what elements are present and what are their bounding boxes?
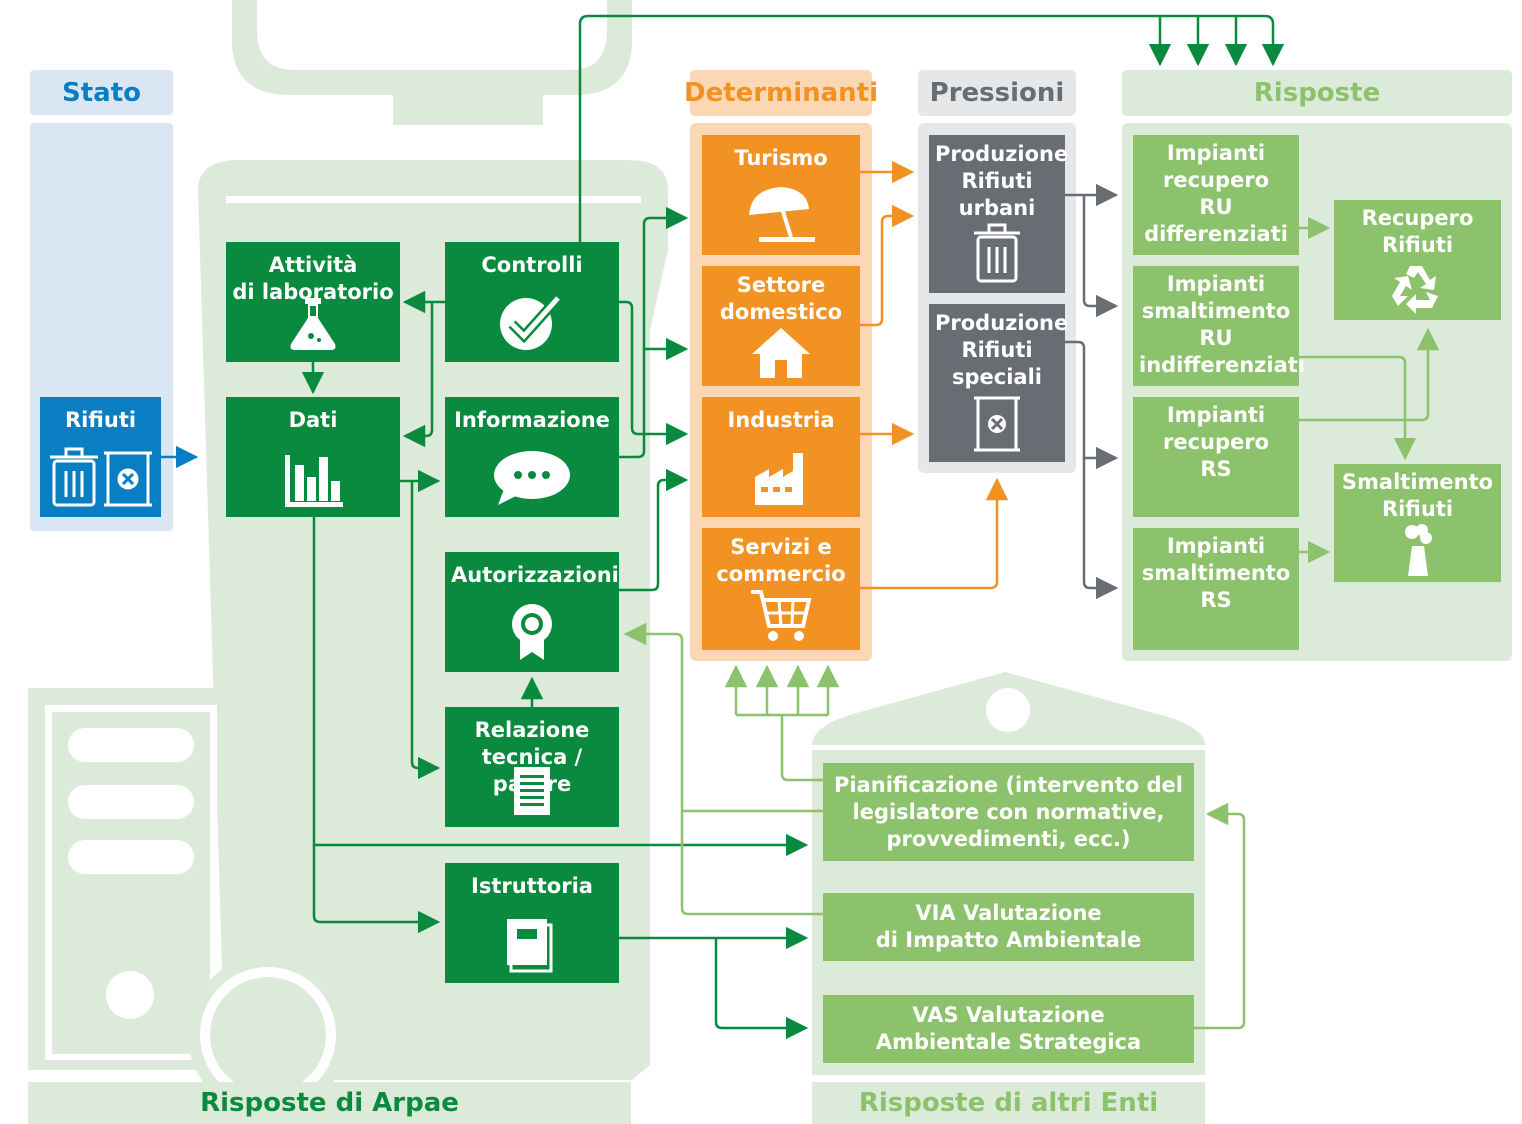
building-window xyxy=(986,688,1030,732)
impianti-smaltimento-rs-label: Impianti smaltimento RS xyxy=(1141,534,1291,612)
via-box: VIA Valutazione di Impatto Ambientale xyxy=(823,893,1194,961)
istruttoria-label: Istruttoria xyxy=(471,874,593,898)
bin-lid-line xyxy=(226,196,641,203)
produzione-rifiuti-urbani-box: Produzione Rifiuti urbani xyxy=(929,135,1069,293)
dati-label: Dati xyxy=(288,408,338,432)
stato-header-bg xyxy=(30,70,173,115)
server-button xyxy=(106,971,154,1019)
document-icon xyxy=(445,765,619,817)
check-icon xyxy=(445,292,619,352)
produzione-rifiuti-speciali-label: Produzione Rifiuti speciali xyxy=(935,311,1069,389)
smaltimento-rifiuti-label: Smaltimento Rifiuti xyxy=(1341,470,1494,521)
autorizzazioni-box: Autorizzazioni xyxy=(445,552,619,672)
impianti-smaltimento-rs-box: Impianti smaltimento RS xyxy=(1133,528,1299,650)
house-icon xyxy=(702,326,860,380)
stato-rifiuti-icons xyxy=(40,445,161,509)
attivita-laboratorio-box: Attività di laboratorio xyxy=(226,242,400,362)
trash-bin-icon xyxy=(49,447,98,507)
enti-footer-bg xyxy=(812,1082,1205,1124)
recupero-rifiuti-box: Recupero Rifiuti xyxy=(1334,200,1501,320)
settore-domestico-box: Settore domestico xyxy=(702,266,860,386)
risposte-arpae-footer: Risposte di Arpae xyxy=(200,1088,459,1118)
impianti-recupero-ru-label: Impianti recupero RU differenziati xyxy=(1144,141,1288,246)
vas-label: VAS Valutazione Ambientale Strategica xyxy=(875,1003,1142,1054)
impianti-smaltimento-ru-label: Impianti smaltimento RU indifferenziati xyxy=(1139,272,1306,377)
hazard-barrel-icon xyxy=(929,392,1065,452)
pressioni-header: Pressioni xyxy=(929,78,1065,108)
attivita-laboratorio-label: Attività di laboratorio xyxy=(232,253,394,304)
trash-bin-icon xyxy=(929,223,1065,283)
industria-box: Industria xyxy=(702,397,860,517)
speech-bubble-icon xyxy=(445,449,619,507)
shopping-cart-icon xyxy=(702,588,860,644)
stato-rifiuti-label: Rifiuti xyxy=(64,408,137,432)
risposte-enti-footer: Risposte di altri Enti xyxy=(858,1088,1159,1118)
server-slot-1 xyxy=(68,728,194,762)
servizi-commercio-label: Servizi e commercio xyxy=(716,535,846,586)
turismo-label: Turismo xyxy=(734,146,828,170)
risposte-header: Risposte xyxy=(1253,78,1381,108)
recycle-icon xyxy=(1334,262,1501,314)
vas-box: VAS Valutazione Ambientale Strategica xyxy=(823,995,1194,1063)
controlli-box: Controlli xyxy=(445,242,619,362)
server-slot-2 xyxy=(68,785,194,819)
beach-umbrella-icon xyxy=(702,185,860,245)
dati-box: Dati xyxy=(226,397,400,517)
informazione-box: Informazione xyxy=(445,397,619,517)
bin-handle-shape xyxy=(232,0,632,95)
impianti-recupero-rs-box: Impianti recupero RS xyxy=(1133,397,1299,517)
via-label: VIA Valutazione di Impatto Ambientale xyxy=(875,901,1142,952)
determinanti-header: Determinanti xyxy=(684,78,879,108)
flask-icon xyxy=(226,296,400,352)
arpae-footer-bg xyxy=(28,1082,631,1124)
impianti-smaltimento-ru-box: Impianti smaltimento RU indifferenziati xyxy=(1133,266,1306,386)
impianti-recupero-rs-label: Impianti recupero RS xyxy=(1162,403,1270,481)
informazione-label: Informazione xyxy=(454,408,610,432)
award-badge-icon xyxy=(445,602,619,662)
servizi-commercio-box: Servizi e commercio xyxy=(702,528,860,650)
istruttoria-box: Istruttoria xyxy=(445,863,619,983)
industria-label: Industria xyxy=(727,408,835,432)
factory-icon xyxy=(702,449,860,507)
smaltimento-rifiuti-box: Smaltimento Rifiuti xyxy=(1334,464,1501,582)
incinerator-icon xyxy=(1334,524,1501,576)
turismo-box: Turismo xyxy=(702,135,860,255)
wheel-inner xyxy=(210,977,326,1093)
bar-chart-icon xyxy=(226,451,400,507)
recupero-rifiuti-label: Recupero Rifiuti xyxy=(1361,206,1474,257)
pianificazione-box: Pianificazione (intervento del legislato… xyxy=(823,763,1194,861)
autorizzazioni-label: Autorizzazioni xyxy=(451,563,619,587)
controlli-label: Controlli xyxy=(481,253,583,277)
stato-rifiuti-box: Rifiuti xyxy=(40,397,161,517)
settore-domestico-label: Settore domestico xyxy=(719,273,843,324)
binder-icon xyxy=(445,917,619,973)
relazione-tecnica-box: Relazione tecnica / parere xyxy=(445,707,619,827)
hazard-barrel-icon xyxy=(103,451,152,507)
bin-neck-shape xyxy=(393,95,543,125)
produzione-rifiuti-speciali-box: Produzione Rifiuti speciali xyxy=(929,304,1069,462)
stato-header: Stato xyxy=(62,77,141,108)
pianificazione-label: Pianificazione (intervento del legislato… xyxy=(834,772,1183,851)
impianti-recupero-ru-box: Impianti recupero RU differenziati xyxy=(1133,135,1299,255)
server-slot-3 xyxy=(68,840,194,874)
produzione-rifiuti-urbani-label: Produzione Rifiuti urbani xyxy=(935,142,1069,220)
